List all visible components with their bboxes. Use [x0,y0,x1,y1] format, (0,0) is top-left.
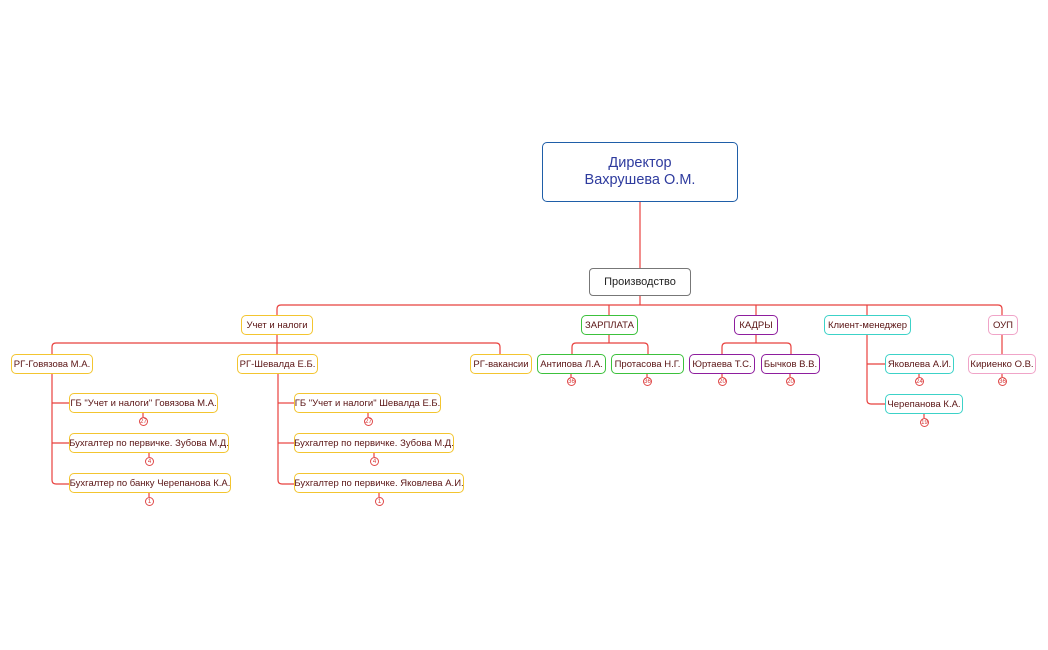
client-manager-member-node[interactable]: Черепанова К.А. [885,394,963,414]
count-badge: 27 [139,417,148,426]
hr-member-node[interactable]: Юртаева Т.С. [689,354,755,374]
govyazova-member-node[interactable]: Бухгалтер по первичке. Зубова М.Д. [69,433,229,453]
production-label: Производство [604,276,676,288]
director-node[interactable]: Директор Вахрушева О.М. [542,142,738,202]
member-label: Юртаева Т.С. [692,358,752,370]
member-label: Кириенко О.В. [970,358,1034,370]
department-client-manager-node[interactable]: Клиент-менеджер [824,315,911,335]
govyazova-member-node[interactable]: Бухгалтер по банку Черепанова К.А. [69,473,231,493]
director-name: Вахрушева О.М. [584,172,696,188]
count-badge: 36 [643,377,652,386]
member-label: Яковлева А.И. [887,358,952,370]
count-badge: 4 [145,457,154,466]
department-hr-node[interactable]: КАДРЫ [734,315,778,335]
count-badge: 20 [718,377,727,386]
salary-member-node[interactable]: Протасова Н.Г. [611,354,684,374]
department-oup-label: ОУП [992,319,1014,331]
member-label: Бычков В.В. [763,358,818,370]
oup-member-node[interactable]: Кириенко О.В. [968,354,1036,374]
group-shevalda-label: РГ-Шевалда Е.Б. [239,358,316,370]
department-hr-label: КАДРЫ [739,319,773,331]
group-vacancies-label: РГ-вакансии [473,358,529,370]
count-badge: 20 [786,377,795,386]
count-badge: 36 [998,377,1007,386]
group-govyazova-label: РГ-Говязова М.А. [13,358,91,370]
group-govyazova-node[interactable]: РГ-Говязова М.А. [11,354,93,374]
member-label: ГБ "Учет и налоги" Шевалда Е.Б. [294,397,441,409]
group-vacancies-node[interactable]: РГ-вакансии [470,354,532,374]
count-badge: 19 [920,418,929,427]
count-badge: 24 [915,377,924,386]
hr-member-node[interactable]: Бычков В.В. [761,354,820,374]
govyazova-member-node[interactable]: ГБ "Учет и налоги" Говязова М.А. [69,393,218,413]
member-label: ГБ "Учет и налоги" Говязова М.А. [70,397,217,409]
director-title: Директор [608,155,672,171]
client-manager-member-node[interactable]: Яковлева А.И. [885,354,954,374]
shevalda-member-node[interactable]: ГБ "Учет и налоги" Шевалда Е.Б. [294,393,441,413]
department-salary-node[interactable]: ЗАРПЛАТА [581,315,638,335]
department-tax-node[interactable]: Учет и налоги [241,315,313,335]
count-badge: 1 [375,497,384,506]
shevalda-member-node[interactable]: Бухгалтер по первичке. Яковлева А.И. [294,473,464,493]
department-salary-label: ЗАРПЛАТА [585,319,634,331]
member-label: Бухгалтер по первичке. Зубова М.Д. [69,437,229,449]
member-label: Черепанова К.А. [887,398,961,410]
salary-member-node[interactable]: Антипова Л.А. [537,354,606,374]
group-shevalda-node[interactable]: РГ-Шевалда Е.Б. [237,354,318,374]
member-label: Антипова Л.А. [540,358,603,370]
count-badge: 27 [364,417,373,426]
member-label: Бухгалтер по первичке. Зубова М.Д. [294,437,454,449]
department-oup-node[interactable]: ОУП [988,315,1018,335]
count-badge: 1 [145,497,154,506]
department-tax-label: Учет и налоги [246,319,308,331]
department-client-manager-label: Клиент-менеджер [827,319,908,331]
member-label: Протасова Н.Г. [614,358,681,370]
member-label: Бухгалтер по банку Черепанова К.А. [69,477,231,489]
shevalda-member-node[interactable]: Бухгалтер по первичке. Зубова М.Д. [294,433,454,453]
production-node[interactable]: Производство [589,268,691,296]
count-badge: 36 [567,377,576,386]
count-badge: 4 [370,457,379,466]
member-label: Бухгалтер по первичке. Яковлева А.И. [294,477,464,489]
